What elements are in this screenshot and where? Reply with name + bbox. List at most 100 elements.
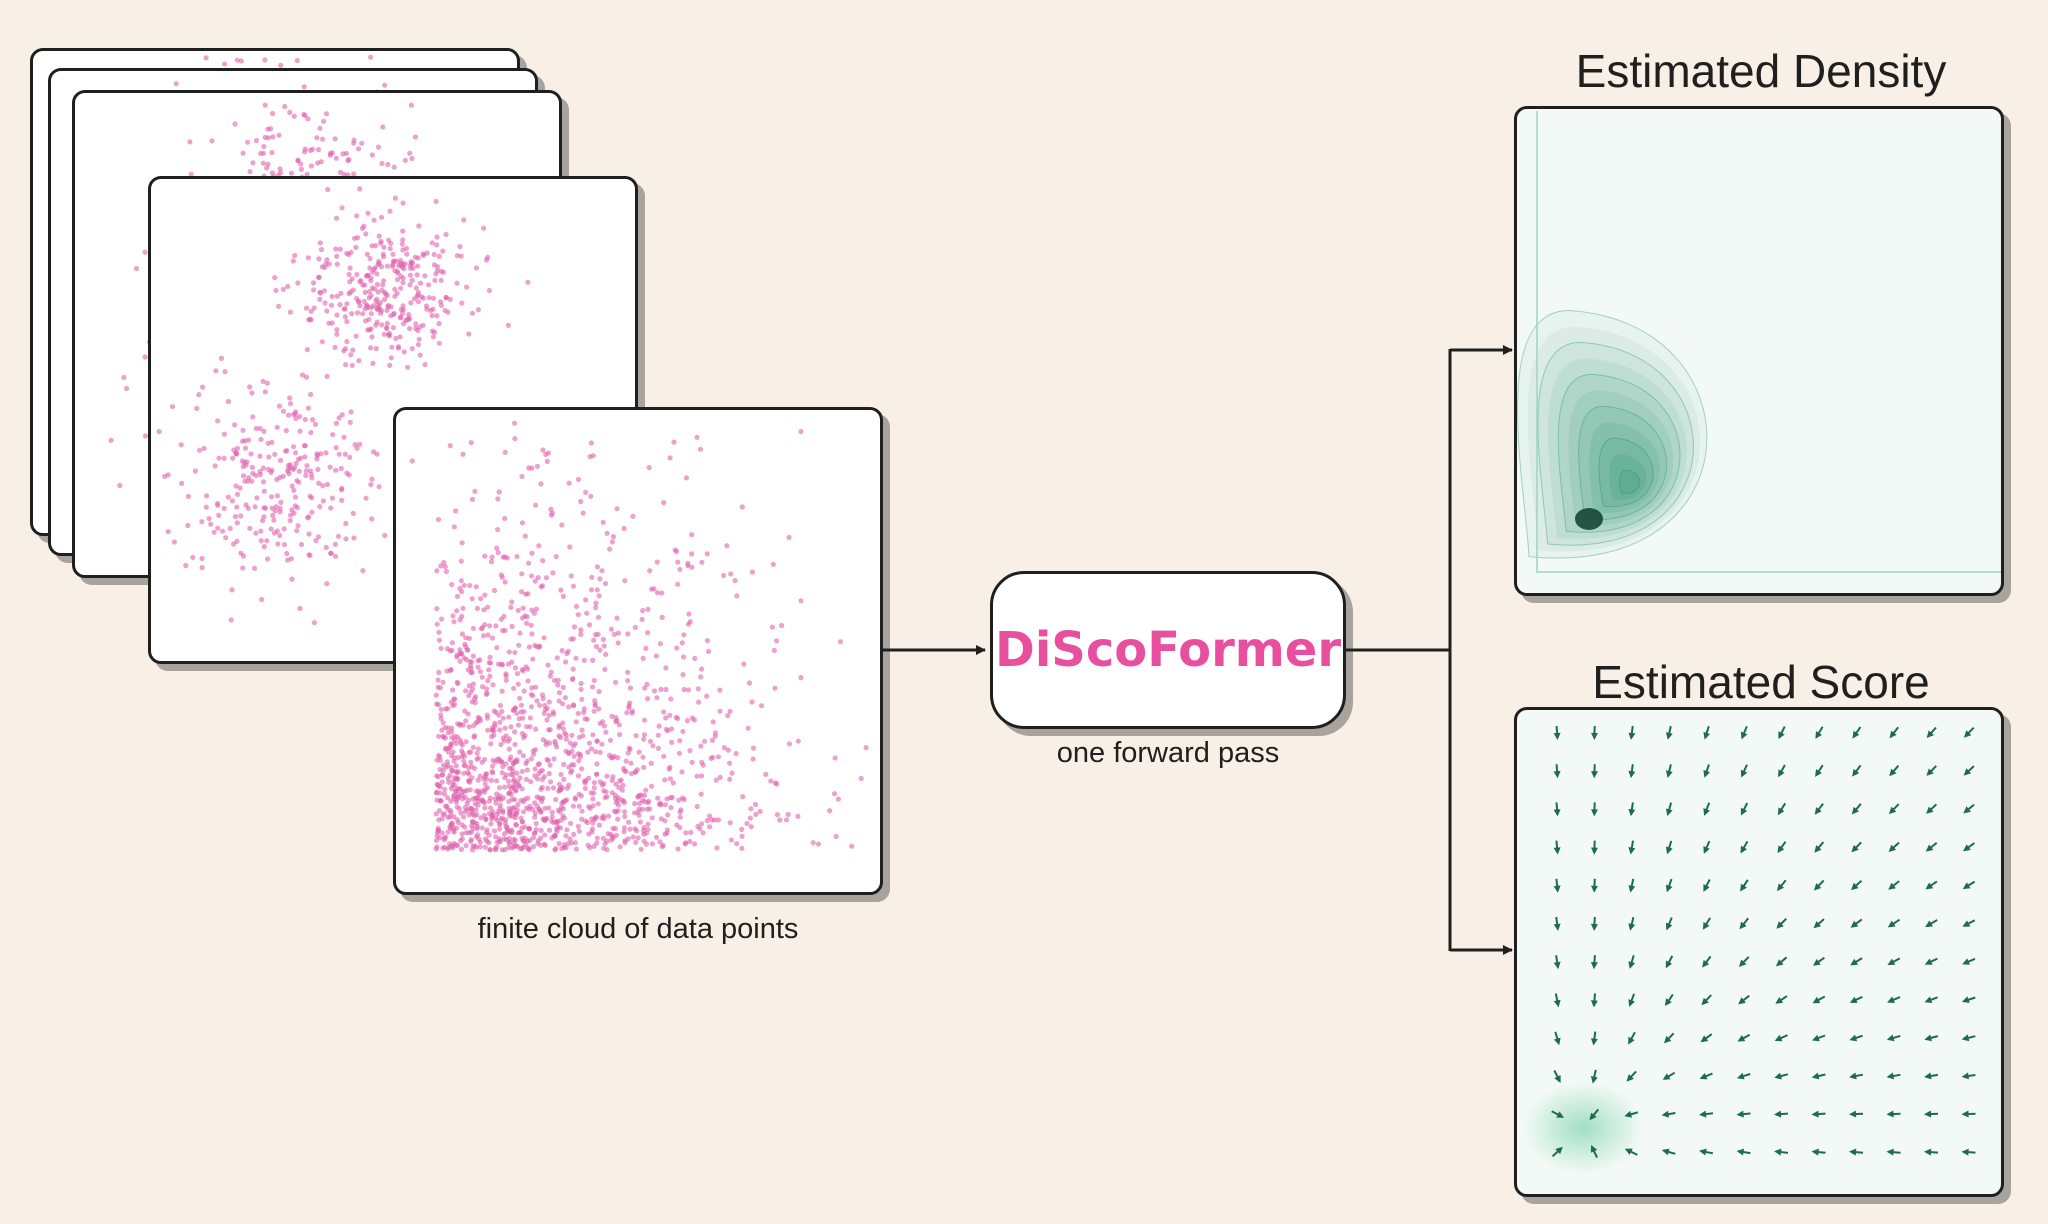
data-point — [680, 672, 686, 678]
data-point — [627, 685, 634, 691]
data-point — [354, 213, 360, 219]
data-point — [733, 750, 739, 757]
data-point — [555, 677, 561, 683]
data-point — [496, 712, 502, 718]
data-point — [237, 485, 243, 491]
data-point — [528, 779, 534, 785]
data-point — [546, 699, 552, 705]
data-point — [420, 295, 426, 301]
data-point — [750, 745, 757, 751]
data-point — [381, 278, 387, 284]
data-point — [485, 632, 491, 638]
data-point — [626, 819, 632, 825]
data-point — [515, 779, 521, 785]
data-point — [384, 320, 390, 326]
data-point — [622, 838, 628, 844]
data-point — [594, 738, 600, 744]
data-point — [345, 158, 351, 164]
data-point — [492, 720, 498, 726]
data-point — [165, 529, 171, 535]
data-point — [519, 520, 526, 526]
data-point — [686, 611, 692, 617]
data-point — [544, 756, 550, 763]
data-point — [656, 723, 662, 729]
data-point — [216, 512, 222, 518]
data-point — [443, 745, 449, 751]
score-arrow — [1702, 955, 1712, 968]
data-point — [453, 508, 459, 514]
data-point — [473, 584, 479, 590]
data-point — [677, 738, 683, 744]
data-point — [758, 703, 765, 709]
data-point — [397, 315, 404, 321]
data-point — [710, 754, 716, 760]
data-point — [515, 722, 522, 728]
data-point — [560, 593, 566, 599]
data-point — [216, 455, 222, 461]
data-point — [467, 659, 473, 665]
data-point — [640, 655, 646, 661]
data-point — [215, 418, 221, 424]
data-point — [499, 847, 505, 853]
data-point — [190, 554, 196, 560]
data-point — [442, 786, 448, 792]
score-arrow — [1737, 1033, 1751, 1042]
data-point — [488, 741, 494, 747]
data-point — [457, 244, 463, 250]
data-point — [484, 712, 490, 718]
data-point — [466, 693, 472, 699]
data-point — [583, 489, 589, 495]
data-point — [472, 843, 478, 849]
data-point — [798, 675, 804, 681]
data-point — [567, 544, 573, 550]
data-point — [645, 606, 651, 612]
data-point — [481, 776, 487, 782]
data-point — [675, 559, 681, 565]
score-arrow — [1665, 764, 1673, 778]
data-point — [494, 778, 500, 784]
data-point — [218, 355, 225, 361]
data-point — [438, 277, 444, 283]
data-point — [570, 743, 576, 749]
data-point — [633, 839, 639, 845]
data-point — [368, 275, 374, 281]
data-point — [504, 824, 510, 830]
data-point — [417, 324, 423, 330]
data-point — [593, 600, 599, 606]
score-arrow — [1699, 1148, 1714, 1156]
data-point — [450, 613, 456, 619]
data-point — [253, 425, 259, 432]
data-point — [739, 826, 745, 832]
data-point — [349, 362, 355, 368]
data-point — [262, 389, 268, 395]
data-point — [264, 538, 270, 544]
data-point — [774, 812, 780, 818]
data-point — [511, 707, 517, 713]
data-point — [479, 797, 485, 803]
data-point — [394, 277, 401, 283]
data-point — [262, 102, 268, 108]
data-point — [684, 718, 690, 724]
data-point — [749, 699, 755, 705]
data-point — [433, 198, 439, 204]
data-point — [497, 793, 503, 799]
data-point — [717, 708, 723, 714]
data-point — [815, 841, 822, 847]
density-contour — [1618, 469, 1641, 495]
data-point — [625, 750, 631, 756]
data-point — [387, 333, 393, 339]
data-point — [621, 829, 627, 835]
data-point — [514, 770, 520, 776]
data-point — [309, 509, 315, 515]
data-point — [621, 765, 627, 771]
data-point — [339, 205, 345, 211]
data-point — [354, 310, 361, 316]
score-arrow — [1963, 765, 1975, 776]
data-point — [325, 186, 331, 193]
data-point — [479, 684, 486, 690]
data-point — [348, 352, 354, 358]
data-point — [550, 570, 556, 576]
data-point — [366, 327, 373, 333]
data-point — [560, 720, 566, 726]
data-point — [524, 767, 530, 773]
